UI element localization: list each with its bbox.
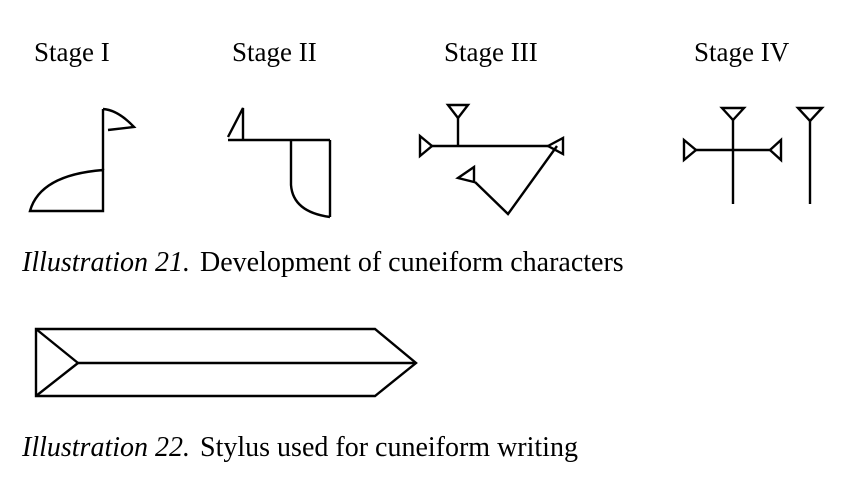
- stage-2-label: Stage II: [232, 37, 317, 67]
- stage-1-glyph: [28, 107, 137, 213]
- illustration-22-text: Stylus used for cuneiform writing: [200, 432, 578, 463]
- illustration-22-label: Illustration 22.: [22, 432, 191, 463]
- illustration-21-label: Illustration 21.: [22, 247, 191, 278]
- stylus-facet-top: [35, 328, 79, 364]
- stylus-facet-bottom: [35, 362, 79, 397]
- illustration-21-text: Development of cuneiform characters: [200, 247, 624, 278]
- stage-1-label: Stage I: [34, 37, 110, 67]
- stage-3-glyph: [418, 103, 565, 216]
- illustration-22-caption: Illustration 22. Stylus used for cuneifor…: [22, 431, 578, 465]
- stage-2-glyph: [226, 107, 332, 219]
- stage-4-glyph: [682, 106, 825, 204]
- stage-3-label: Stage III: [444, 37, 538, 67]
- stage-4-label: Stage IV: [694, 37, 790, 67]
- illustration-21-caption: Illustration 21. Development of cuneiform…: [22, 246, 624, 280]
- stylus-outline: [34, 327, 418, 398]
